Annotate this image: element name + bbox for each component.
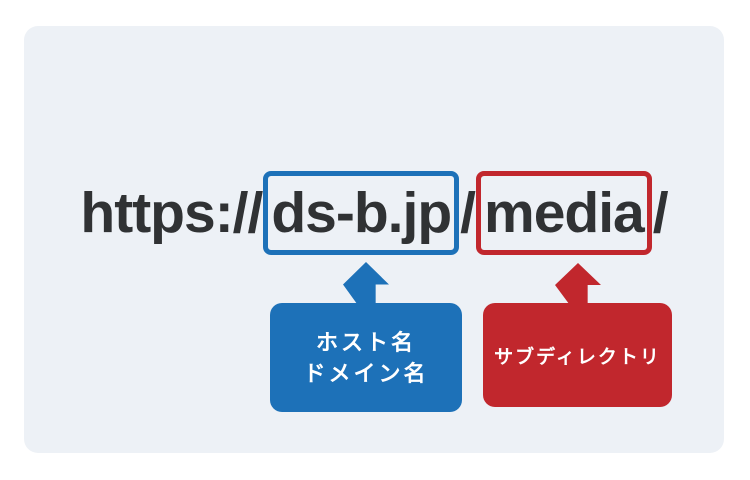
subdirectory-arrow-up-icon <box>555 263 601 303</box>
subdirectory-label-text: サブディレクトリ <box>494 346 661 368</box>
diagram-card: https:// ds-b.jp / media / ホスト名 ドメイン名 サブ… <box>24 26 724 453</box>
url-protocol: https:// <box>80 181 263 245</box>
host-arrow-up-icon <box>343 262 389 303</box>
host-highlight-box: ds-b.jp <box>263 171 460 255</box>
host-label-line2: ドメイン名 <box>303 360 429 386</box>
url-separator-slash: / <box>460 181 476 245</box>
url-text: https:// ds-b.jp / media / <box>24 171 724 255</box>
host-label-line1: ホスト名 <box>315 329 416 355</box>
url-trailing-slash: / <box>652 181 669 245</box>
subdirectory-label-box: サブディレクトリ <box>483 303 672 407</box>
url-host: ds-b.jp <box>271 181 452 245</box>
subdirectory-highlight-box: media <box>476 171 652 255</box>
host-label-box: ホスト名 ドメイン名 <box>270 303 462 412</box>
url-subdirectory: media <box>484 181 645 245</box>
